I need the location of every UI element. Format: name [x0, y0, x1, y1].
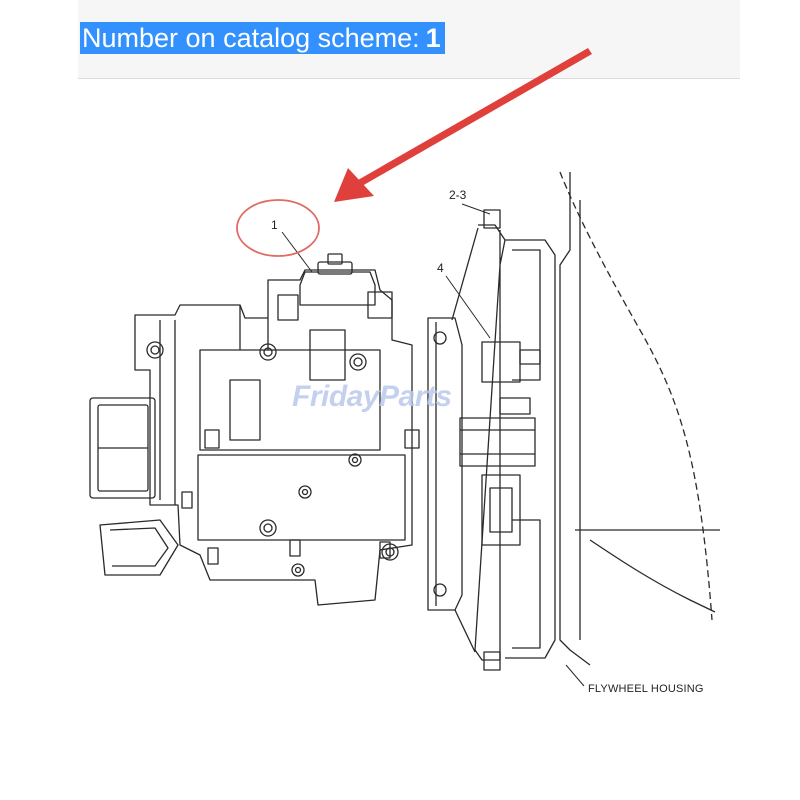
end-cover [89, 397, 156, 499]
coupling [459, 341, 541, 546]
callout-1: 1 [271, 218, 278, 232]
flywheel-housing [559, 171, 720, 666]
callout-flywheel-housing: FLYWHEEL HOUSING [588, 683, 704, 695]
mounting-bracket [99, 519, 179, 576]
mounting-flange [427, 317, 463, 611]
control-valve [277, 253, 393, 321]
watermark: FridayParts [292, 380, 452, 413]
leader-lines [281, 203, 585, 687]
bolts [146, 331, 447, 597]
pointer-arrow [334, 48, 592, 202]
callout-2-3: 2-3 [449, 188, 467, 202]
catalog-scheme-heading: Number on catalog scheme:1 [80, 22, 445, 54]
pump-body [134, 269, 413, 606]
callout-4: 4 [437, 261, 444, 275]
highlight-circle [236, 199, 320, 257]
catalog-scheme-number: 1 [425, 23, 441, 53]
adapter-plate [451, 209, 556, 671]
catalog-scheme-label: Number on catalog scheme: [82, 23, 420, 53]
